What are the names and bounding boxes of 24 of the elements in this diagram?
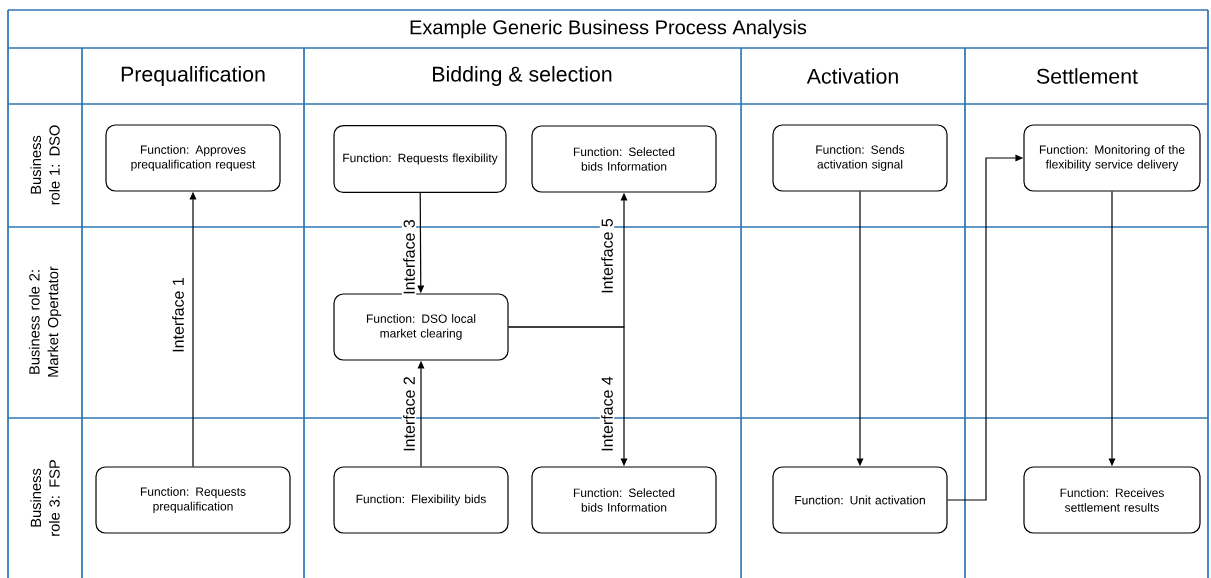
edge-label: Interface 2: [401, 374, 417, 454]
process-box: Function: Sends activation signal: [772, 124, 948, 192]
process-box: Function: Selected bids Information: [531, 466, 717, 534]
edge-label: Interface 5: [599, 216, 615, 296]
process-box: Function: DSO local market clearing: [333, 293, 509, 361]
process-box: Function: Requests prequalification: [95, 466, 291, 534]
process-box: Function: Selected bids Information: [531, 125, 717, 193]
column-header: Settlement: [1036, 68, 1138, 84]
edge-label: Interface 1: [170, 275, 186, 355]
row-header: Business role 1: DSO: [30, 125, 60, 205]
column-header: Activation: [806, 68, 898, 84]
column-header: Bidding & selection: [433, 66, 612, 86]
process-box: Function: Requests flexibility: [333, 124, 507, 194]
process-box: Function: Approves prequalification request: [105, 124, 281, 192]
row-header: Business role 2: Market Opertator: [28, 266, 62, 377]
column-header: Prequalification: [121, 66, 265, 86]
edge-label: Interface 3: [401, 217, 417, 297]
process-box: Function: Flexibility bids: [333, 466, 509, 534]
row-header: Business role 3: FSP: [30, 460, 60, 536]
edge-label: Interface 4: [599, 374, 615, 454]
process-box: Function: Receives settlement results: [1023, 466, 1201, 534]
title: Example Generic Business Process Analysis: [410, 19, 807, 39]
process-box: Function: Monitoring of the flexibility service delivery: [1023, 124, 1201, 192]
process-box: Function: Unit activation: [772, 466, 948, 534]
